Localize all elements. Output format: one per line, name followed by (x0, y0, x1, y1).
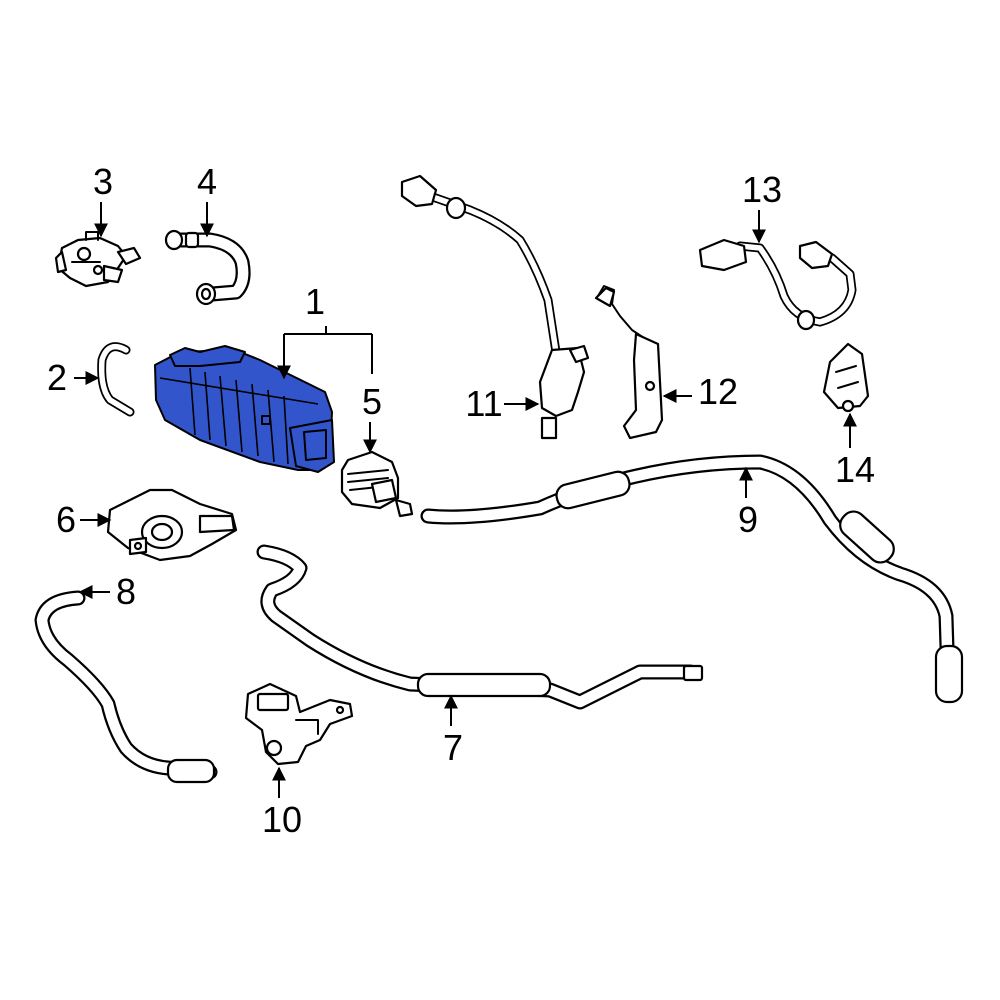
part-5-purge-valve[interactable] (340, 450, 414, 518)
callout-4: 4 (197, 161, 217, 238)
part-10-bracket[interactable] (244, 682, 354, 766)
callout-2: 2 (47, 357, 100, 398)
callout-3: 3 (93, 161, 113, 238)
callout-label-4: 4 (197, 161, 217, 202)
part-6-solenoid-valve[interactable] (106, 488, 238, 562)
callout-label-14: 14 (835, 449, 875, 490)
callout-label-10: 10 (262, 799, 302, 840)
callout-5: 5 (362, 381, 382, 454)
callout-12: 12 (662, 371, 738, 412)
part-1-charcoal-canister[interactable] (154, 345, 335, 473)
callout-label-6: 6 (56, 499, 76, 540)
part-9-hose[interactable] (420, 454, 964, 704)
callout-label-8: 8 (116, 571, 136, 612)
callout-label-12: 12 (698, 371, 738, 412)
callout-label-7: 7 (443, 727, 463, 768)
callout-label-2: 2 (47, 357, 67, 398)
part-2-hose[interactable] (97, 342, 135, 417)
callout-7: 7 (443, 694, 463, 768)
callout-label-5: 5 (362, 381, 382, 422)
part-3-vsv-valve[interactable] (54, 231, 142, 288)
part-14-bracket[interactable] (822, 342, 870, 413)
callout-label-9: 9 (738, 499, 758, 540)
part-7-hose[interactable] (256, 544, 704, 710)
callout-14: 14 (835, 412, 875, 490)
callout-8: 8 (78, 571, 136, 612)
callout-label-3: 3 (93, 161, 113, 202)
callout-11: 11 (465, 383, 540, 424)
part-4-hose[interactable] (164, 229, 251, 306)
callout-13: 13 (742, 169, 782, 244)
callout-6: 6 (56, 499, 112, 540)
callout-1: 1 (277, 281, 373, 380)
part-12-bracket[interactable] (594, 285, 664, 440)
part-8-hose[interactable] (34, 590, 218, 784)
callout-label-1: 1 (305, 281, 325, 322)
leader-1 (283, 326, 373, 374)
callout-9: 9 (738, 466, 758, 540)
callout-10: 10 (262, 766, 302, 840)
part-11-sensor-harness[interactable] (400, 174, 590, 440)
part-13-sensor-harness[interactable] (698, 238, 857, 331)
callout-label-11: 11 (465, 383, 502, 424)
callout-label-13: 13 (742, 169, 782, 210)
